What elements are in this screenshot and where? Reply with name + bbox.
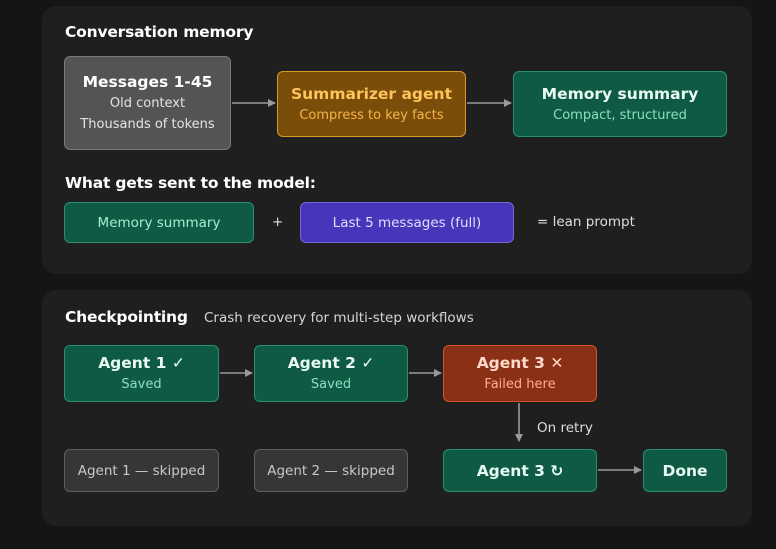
messages-line2: Thousands of tokens [80,117,215,132]
agent3-failed-node: Agent 3 ✕ Failed here [443,345,597,402]
agent2-skipped-node: Agent 2 — skipped [254,449,408,492]
agent1-node: Agent 1 ✓ Saved [64,345,219,402]
agent2-status: Saved [310,377,352,392]
last-messages-box: Last 5 messages (full) [300,202,514,243]
checkpoint-title: Checkpointing [65,308,188,326]
memory-summary-title: Memory summary [541,84,699,103]
memory-title: Conversation memory [65,23,254,41]
memory-summary-node: Memory summary Compact, structured [513,71,727,137]
lean-prompt-label: = lean prompt [537,214,635,230]
agent2-title: Agent 2 ✓ [287,354,375,372]
sent-summary-box: Memory summary [64,202,254,243]
memory-summary-subtitle: Compact, structured [553,107,687,123]
summarizer-subtitle: Compress to key facts [299,107,444,123]
agent2-node: Agent 2 ✓ Saved [254,345,408,402]
plus-sign: + [272,214,284,230]
summarizer-node: Summarizer agent Compress to key facts [277,71,466,137]
agent1-status: Saved [121,377,162,392]
messages-node: Messages 1-45 Old context Thousands of t… [64,56,231,150]
summarizer-title: Summarizer agent [290,84,452,103]
agent3-retry-node: Agent 3 ↻ [443,449,597,492]
agent1-skipped-node: Agent 1 — skipped [64,449,219,492]
done-node: Done [643,449,727,492]
agent3-failed-status: Failed here [484,377,556,392]
messages-title: Messages 1-45 [82,73,213,91]
agent3-failed-title: Agent 3 ✕ [476,354,564,372]
sent-heading: What gets sent to the model: [65,174,316,192]
on-retry-label: On retry [537,420,593,436]
agent1-title: Agent 1 ✓ [98,354,185,372]
checkpoint-subtitle: Crash recovery for multi-step workflows [204,310,474,326]
messages-line1: Old context [109,96,186,111]
